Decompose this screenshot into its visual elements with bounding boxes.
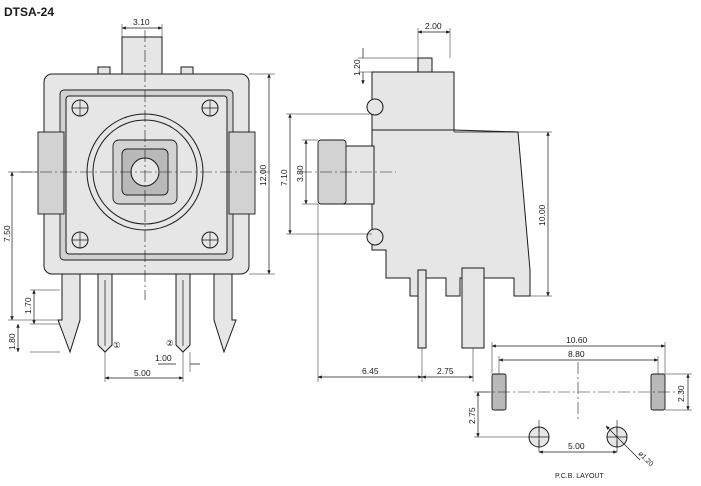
front-side-leg-right bbox=[213, 273, 237, 354]
side-screw-bottom bbox=[366, 228, 384, 246]
drawing-title: DTSA-24 bbox=[4, 5, 54, 19]
dim-front-top-width: 3.10 bbox=[133, 17, 150, 27]
dim-side-bottom-right: 2.75 bbox=[437, 366, 454, 376]
side-pin-thick bbox=[461, 267, 485, 349]
pcb-layout-label: P.C.B. LAYOUT bbox=[555, 473, 604, 480]
side-view: 2.00 1.20 7.10 3.80 10.00 6.45 2.75 bbox=[279, 21, 552, 382]
pin-1-label: ① bbox=[113, 340, 121, 350]
front-side-leg-left bbox=[57, 273, 81, 354]
side-screw-top bbox=[366, 98, 384, 116]
dim-side-bottom-left: 6.45 bbox=[362, 366, 379, 376]
dim-pcb-vertical: 2.75 bbox=[467, 407, 477, 424]
dim-pcb-hole-spacing: 5.00 bbox=[568, 441, 585, 451]
dim-side-top-height: 1.20 bbox=[352, 59, 362, 76]
side-pin-thin bbox=[417, 269, 427, 349]
side-plunger bbox=[343, 145, 375, 205]
corner-screws bbox=[71, 99, 219, 249]
dim-side-actuator-height: 3.80 bbox=[295, 165, 305, 182]
dim-front-left-height: 7.50 bbox=[2, 225, 12, 242]
dim-side-top-width: 2.00 bbox=[425, 21, 442, 31]
dim-pcb-pad-spacing: 8.80 bbox=[568, 349, 585, 359]
front-view: ① ② 3.10 12.00 7.50 1.70 1.80 5.00 1.00 bbox=[2, 17, 275, 382]
side-body bbox=[371, 129, 531, 297]
dim-front-pin-spacing: 5.00 bbox=[134, 368, 151, 378]
dim-front-pin-2: 1.80 bbox=[7, 333, 17, 350]
side-upper-block bbox=[371, 71, 455, 131]
front-side-tab-left bbox=[37, 131, 65, 215]
pcb-layout: 10.60 8.80 2.30 2.75 5.00 ø1.20 P.C.B. L… bbox=[467, 335, 692, 480]
dim-front-height: 12.00 bbox=[258, 164, 268, 186]
pcb-centerlines bbox=[478, 362, 680, 452]
dim-side-body-height: 10.00 bbox=[537, 204, 547, 226]
front-side-tab-right bbox=[228, 131, 256, 215]
dim-pcb-overall-width: 10.60 bbox=[566, 335, 588, 345]
front-actuator-top bbox=[121, 36, 163, 76]
dim-side-height-outer: 7.10 bbox=[279, 169, 289, 186]
pin-2-label: ② bbox=[166, 338, 174, 348]
dim-front-pin-1: 1.70 bbox=[23, 297, 33, 314]
dim-front-pin-width: 1.00 bbox=[155, 353, 172, 363]
dim-pcb-pad-height: 2.30 bbox=[676, 385, 686, 402]
